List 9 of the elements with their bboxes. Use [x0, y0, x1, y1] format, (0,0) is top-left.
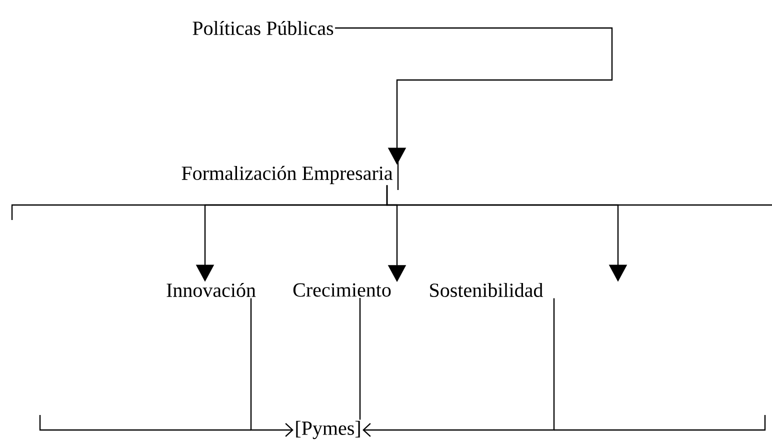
- connector-line: [359, 298, 361, 420]
- node-label: Innovación: [166, 282, 256, 298]
- node-label: Sostenibilidad: [430, 282, 543, 298]
- node-label: Formalización Empresaria: [182, 166, 393, 184]
- connector-line: [362, 298, 555, 437]
- node-label: Políticas Públicas: [192, 20, 334, 36]
- node-label: [Pymes]: [296, 420, 360, 440]
- node-label: Crecimiento: [293, 283, 391, 297]
- connector-line: [250, 298, 294, 437]
